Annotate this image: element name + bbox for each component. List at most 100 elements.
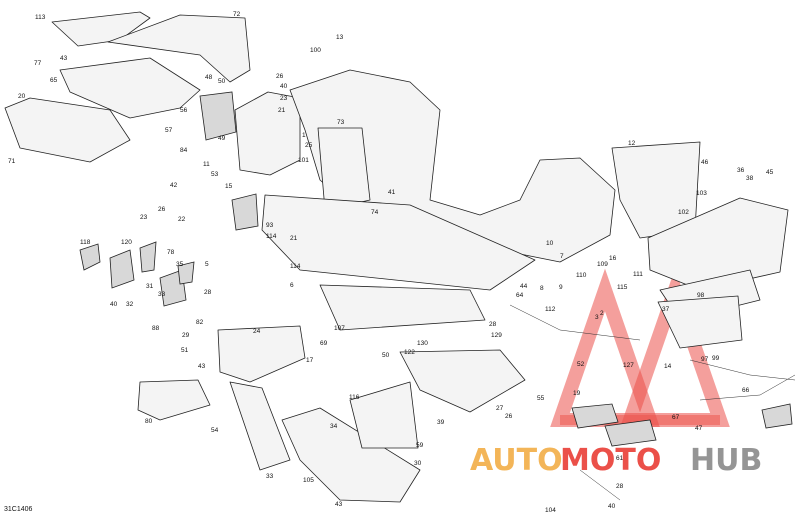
callout: 99 — [712, 355, 720, 362]
callout: 19 — [573, 390, 581, 397]
callout: 59 — [416, 442, 424, 449]
callout: 5 — [205, 261, 209, 268]
callout: 120 — [121, 239, 132, 246]
callout: 9 — [559, 284, 563, 291]
callout: 127 — [623, 362, 634, 369]
bracket-78 — [139, 241, 157, 273]
callout: 53 — [211, 171, 219, 178]
callout: 74 — [371, 209, 379, 216]
front-dash — [234, 91, 301, 176]
main-body-group — [234, 69, 616, 331]
callout: 6 — [290, 282, 294, 289]
callout: 20 — [18, 93, 26, 100]
callout: 32 — [126, 301, 134, 308]
callout: 44 — [520, 283, 528, 290]
callout: 34 — [330, 423, 338, 430]
callout: 122 — [404, 349, 415, 356]
bracket-120 — [109, 249, 135, 289]
callout: 23 — [280, 95, 288, 102]
callout: 48 — [205, 74, 213, 81]
callout: 88 — [152, 325, 160, 332]
callout: 130 — [417, 340, 428, 347]
callout: 3 — [595, 314, 599, 321]
support-37 — [657, 295, 743, 349]
left-brackets-group — [79, 193, 259, 307]
callout: 28 — [489, 321, 497, 328]
callout: 111 — [633, 271, 643, 278]
callout: 1 — [302, 132, 306, 139]
callout: 112 — [545, 306, 556, 313]
callout: 78 — [167, 249, 175, 256]
rail-66 — [699, 374, 796, 401]
callout: 25 — [305, 142, 313, 149]
callout: 14 — [664, 363, 672, 370]
rear-fender-50 — [399, 349, 526, 413]
callout: 11 — [203, 161, 210, 168]
callout: 61 — [616, 455, 624, 462]
callout: 65 — [50, 77, 58, 84]
callout: 50 — [218, 78, 226, 85]
bracket-118 — [79, 243, 101, 271]
rod-64 — [509, 304, 641, 341]
callout: 114 — [290, 263, 301, 270]
callout: 35 — [176, 261, 184, 268]
callout: 39 — [437, 419, 445, 426]
callout: 113 — [35, 14, 46, 21]
callout: 40 — [608, 503, 616, 510]
callout: 42 — [170, 182, 178, 189]
callout: 21 — [290, 235, 298, 242]
callout: 10 — [546, 240, 554, 247]
callout: 100 — [310, 47, 321, 54]
callout: 57 — [165, 127, 173, 134]
callout: 104 — [545, 507, 556, 514]
callout: 37 — [662, 306, 670, 313]
callout: 71 — [8, 158, 16, 165]
callout: 43 — [60, 55, 68, 62]
callout: 97 — [701, 356, 709, 363]
watermark-text: AUTO MOTO HUB — [470, 443, 762, 478]
callout: 54 — [211, 427, 219, 434]
callout: 115 — [617, 284, 628, 291]
callout: 102 — [678, 209, 689, 216]
callout: 43 — [335, 501, 343, 508]
callout: 7 — [560, 253, 564, 260]
callout-labels: 113 72 77 43 65 20 71 48 50 56 57 84 49 … — [8, 11, 774, 514]
callout: 36 — [737, 167, 745, 174]
callout: 26 — [276, 73, 284, 80]
panel-73 — [317, 127, 371, 211]
panel-65 — [59, 57, 201, 119]
lower-panels-group — [137, 325, 526, 503]
callout: 84 — [180, 147, 188, 154]
callout: 80 — [145, 418, 153, 425]
callout: 98 — [697, 292, 705, 299]
callout: 67 — [672, 414, 680, 421]
panel-72 — [107, 14, 251, 83]
floor-107 — [319, 284, 486, 331]
callout: 12 — [628, 140, 636, 147]
callout: 16 — [609, 255, 617, 262]
panel-113 — [51, 11, 151, 47]
callout: 15 — [225, 183, 233, 190]
bracket-35 — [177, 261, 195, 285]
callout: 13 — [336, 34, 344, 41]
callout: 28 — [204, 289, 212, 296]
callout: 22 — [178, 216, 186, 223]
callout: 103 — [696, 190, 707, 197]
floor-74 — [261, 194, 536, 291]
callout: 23 — [140, 214, 148, 221]
callout: 41 — [388, 189, 396, 196]
front-fender-group — [4, 11, 251, 163]
callout: 2 — [600, 310, 604, 317]
callout: 33 — [158, 291, 166, 298]
rod-lower — [579, 469, 621, 501]
svg-text:HUB: HUB — [690, 443, 762, 478]
callout: 114 — [266, 233, 277, 240]
callout: 8 — [540, 285, 544, 292]
callout: 17 — [306, 357, 314, 364]
bracket-48 — [199, 91, 237, 141]
callout: 26 — [505, 413, 513, 420]
svg-text:AUTO: AUTO — [470, 443, 563, 478]
side-panel-80 — [137, 379, 211, 421]
side-panel-116 — [349, 381, 419, 449]
